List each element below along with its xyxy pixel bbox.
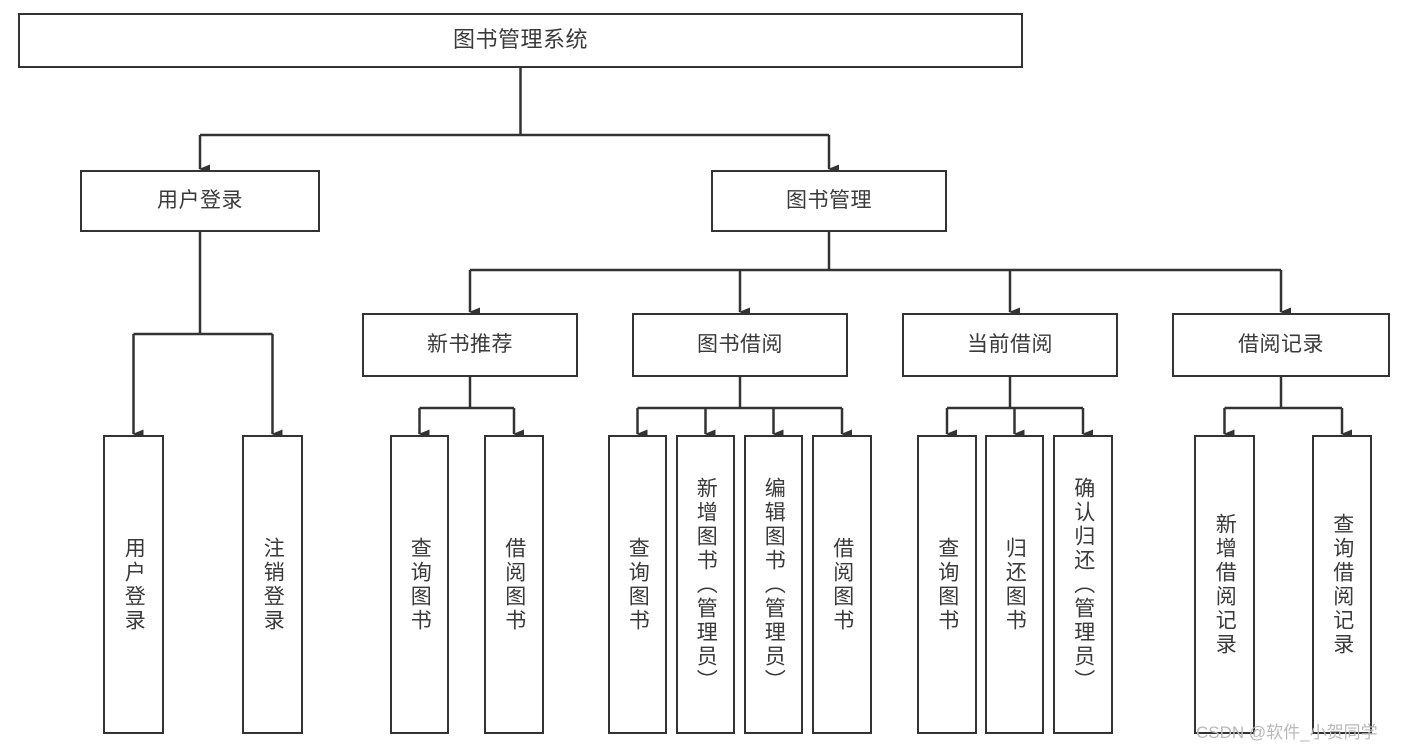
node-label: 查询图书 — [935, 536, 959, 633]
node-leaf-return-book: 归还图书 — [985, 435, 1044, 734]
node-label: 确认归还（管理员） — [1071, 476, 1095, 693]
node-leaf-query-book-3: 查询图书 — [917, 435, 977, 734]
node-leaf-edit-book: 编辑图书（管理员） — [744, 435, 803, 734]
node-label: 新书推荐 — [427, 333, 513, 357]
node-label: 用户登录 — [157, 189, 243, 213]
node-label: 查询图书 — [626, 536, 650, 633]
node-label: 借阅记录 — [1238, 333, 1324, 357]
node-leaf-add-book: 新增图书（管理员） — [676, 435, 735, 734]
node-label: 编辑图书（管理员） — [762, 476, 786, 693]
node-leaf-add-record: 新增借阅记录 — [1194, 435, 1255, 734]
node-label: 查询借阅记录 — [1330, 512, 1354, 657]
node-label: 注销登录 — [261, 536, 285, 633]
edges-group — [132, 68, 1352, 439]
node-label: 图书借阅 — [697, 333, 783, 357]
node-leaf-query-record: 查询借阅记录 — [1312, 435, 1372, 734]
node-user-login: 用户登录 — [80, 170, 320, 232]
node-current-borrow: 当前借阅 — [902, 313, 1118, 377]
node-book-manage: 图书管理 — [711, 170, 947, 232]
node-label: 新增借阅记录 — [1213, 512, 1237, 657]
node-leaf-user-login: 用户登录 — [103, 435, 164, 734]
node-book-borrow: 图书借阅 — [632, 313, 848, 377]
node-leaf-user-logout: 注销登录 — [242, 435, 303, 734]
node-leaf-query-book-1: 查询图书 — [390, 435, 449, 734]
node-label: 查询图书 — [408, 536, 432, 633]
node-label: 图书管理 — [786, 189, 872, 213]
node-root: 图书管理系统 — [18, 13, 1023, 68]
node-leaf-borrow-book-1: 借阅图书 — [484, 435, 544, 734]
node-label: 当前借阅 — [967, 333, 1053, 357]
node-label: 借阅图书 — [502, 536, 526, 633]
node-leaf-borrow-book-2: 借阅图书 — [812, 435, 872, 734]
node-label: 借阅图书 — [830, 536, 854, 633]
node-new-book-rec: 新书推荐 — [362, 313, 578, 377]
node-leaf-query-book-2: 查询图书 — [608, 435, 667, 734]
node-label: 归还图书 — [1003, 536, 1027, 633]
node-label: 图书管理系统 — [452, 27, 588, 53]
node-borrow-record: 借阅记录 — [1172, 313, 1390, 377]
node-label: 用户登录 — [122, 536, 146, 633]
node-label: 新增图书（管理员） — [694, 476, 718, 693]
node-leaf-confirm-return: 确认归还（管理员） — [1053, 435, 1113, 734]
